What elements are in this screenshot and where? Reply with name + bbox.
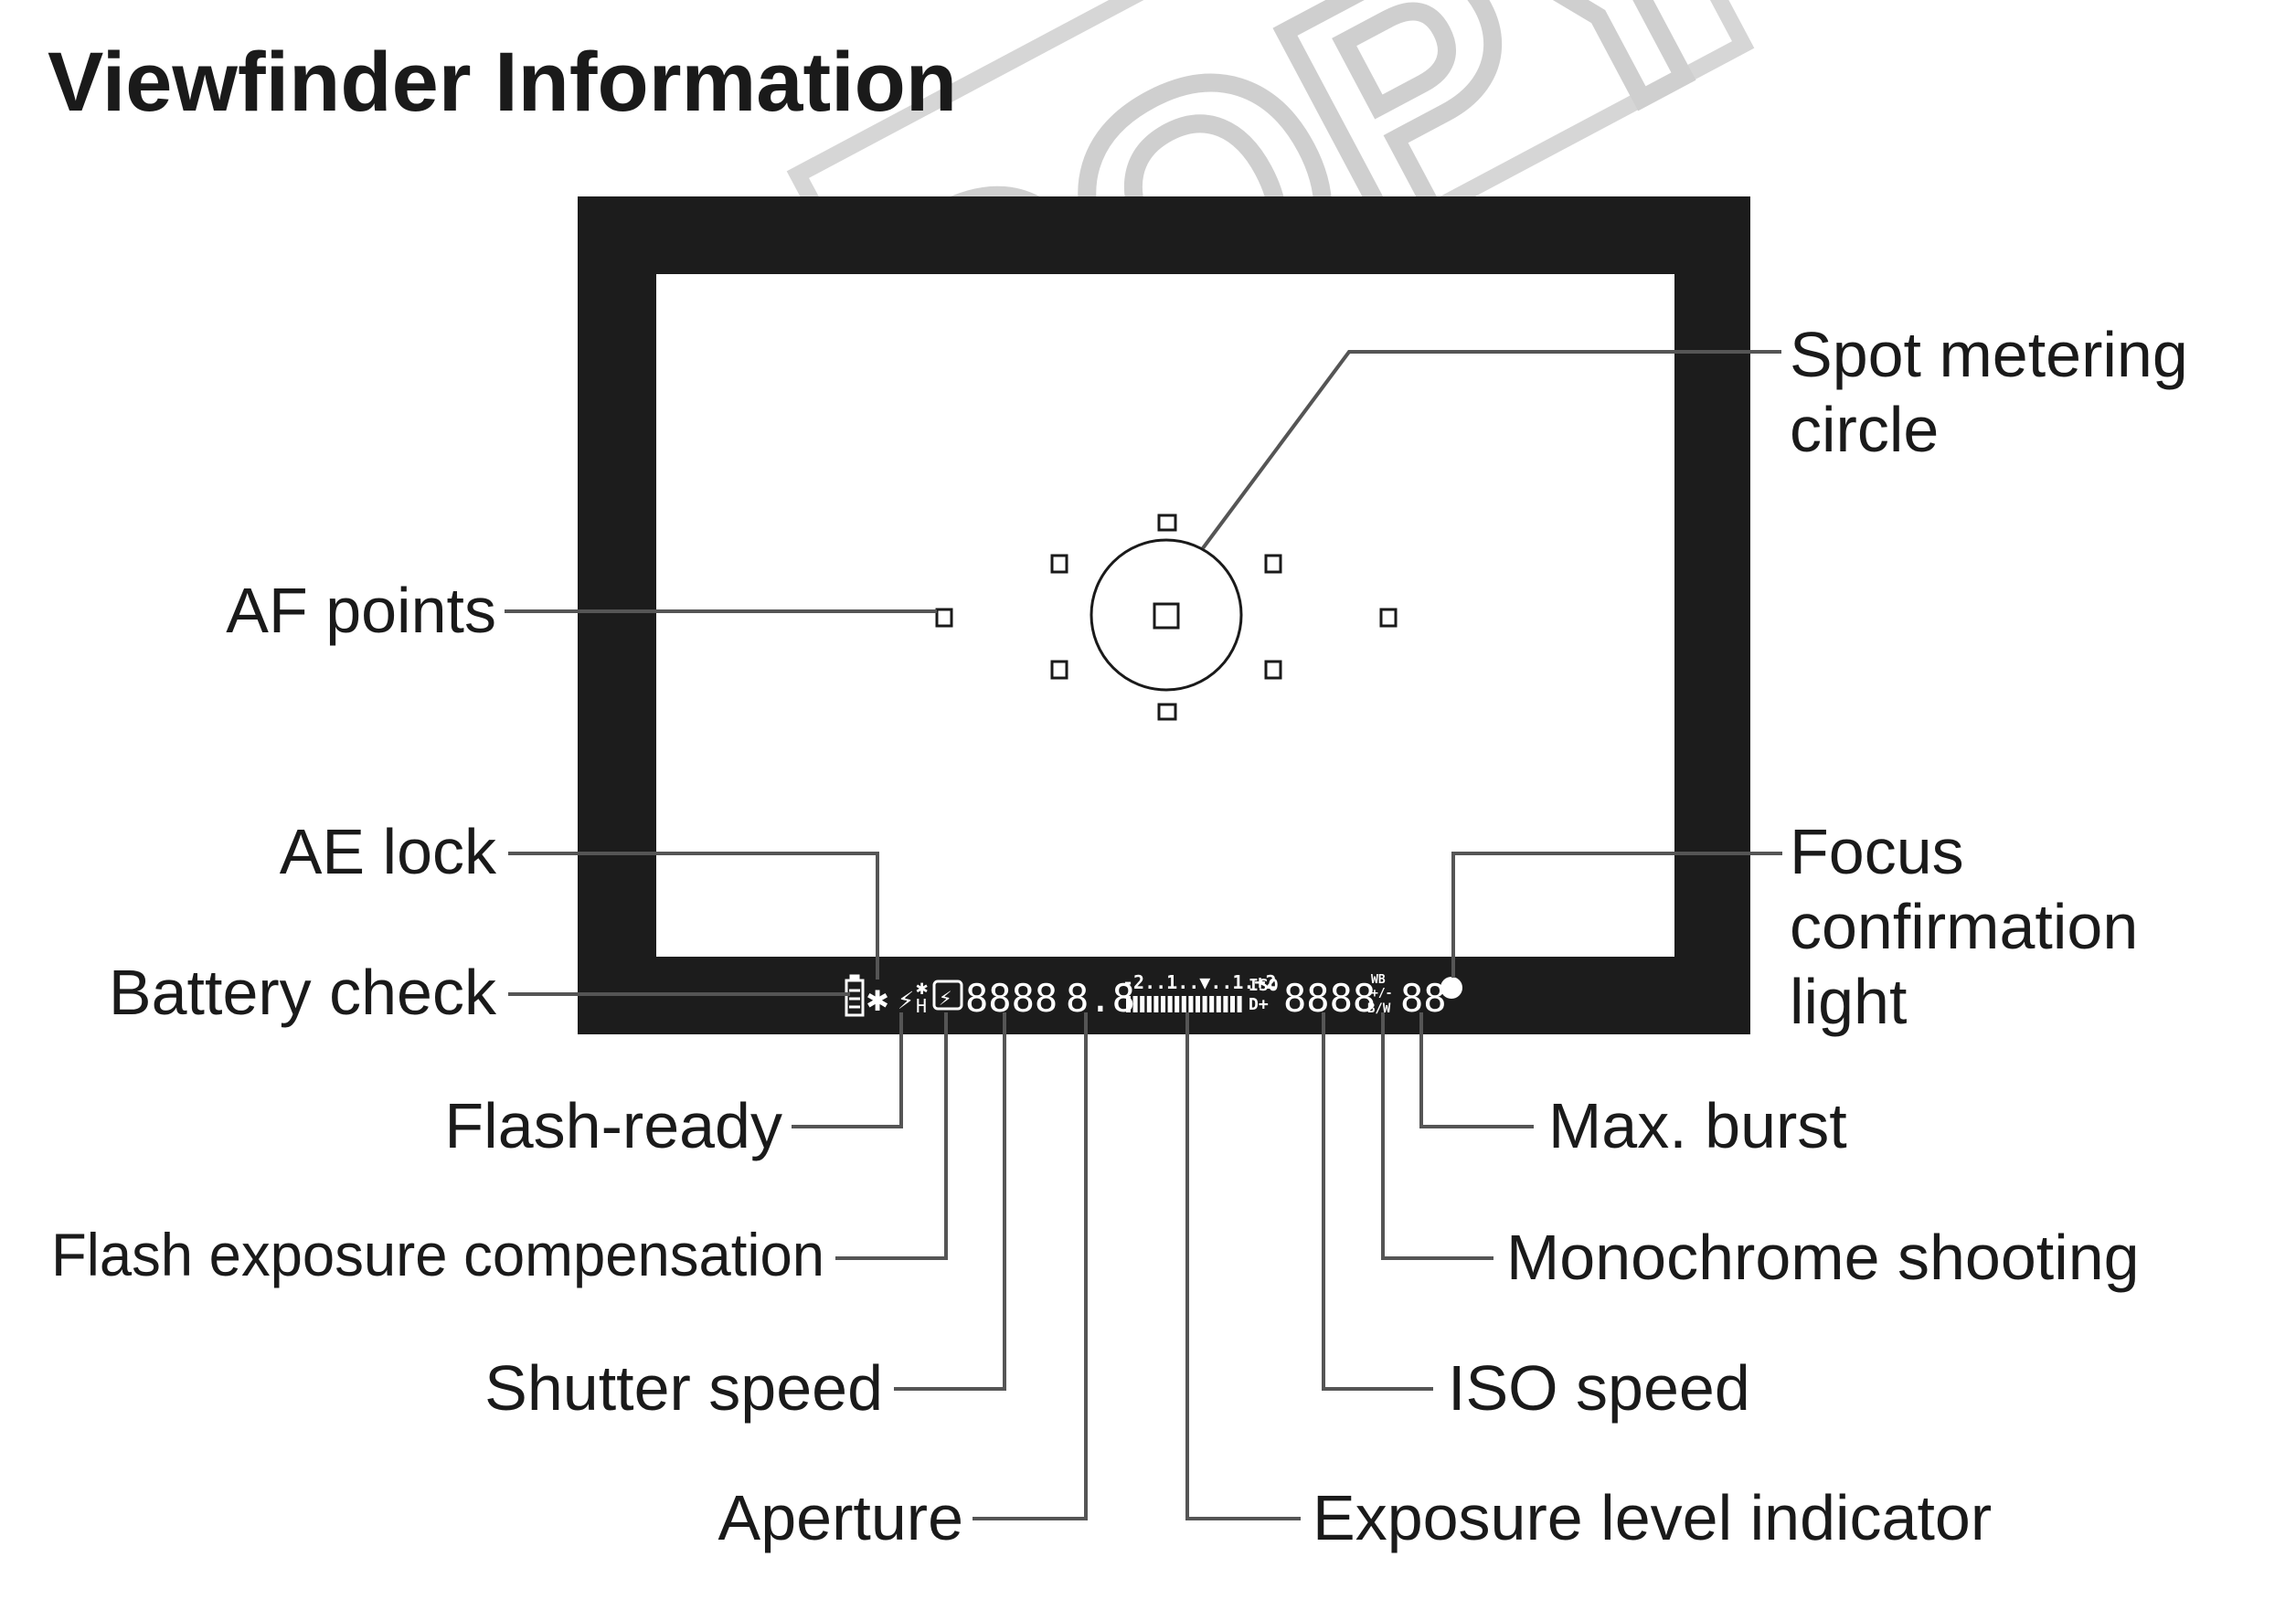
- exposure-level-segment: [1237, 996, 1242, 1012]
- label-focus-confirm-2: confirmation: [1790, 891, 2138, 962]
- af-point-lower-right: [1264, 660, 1282, 680]
- exposure-level-segment: [1146, 996, 1152, 1012]
- af-point-lower-left: [1050, 660, 1068, 680]
- exposure-level-segment: [1161, 996, 1165, 1012]
- exposure-level-segment: [1175, 996, 1180, 1012]
- label-shutter-speed: Shutter speed: [484, 1352, 883, 1424]
- af-points-group: [935, 514, 1398, 721]
- label-af-points: AF points: [226, 575, 496, 646]
- page-title: Viewfinder Information: [48, 36, 958, 129]
- leader-iso: [1322, 1012, 1433, 1391]
- label-iso-speed: ISO speed: [1448, 1352, 1750, 1424]
- exposure-level-segment: [1202, 996, 1207, 1012]
- exposure-level-segment: [1132, 996, 1138, 1012]
- leader-flash-ready: [792, 1012, 903, 1128]
- af-point-upper-right: [1264, 554, 1282, 574]
- bw-label: B/W: [1367, 1001, 1391, 1016]
- spot-metering-circle: [1090, 538, 1243, 692]
- viewfinder-frame: [578, 196, 1750, 1034]
- leader-aperture: [973, 1012, 1088, 1520]
- label-flash-exposure-comp: Flash exposure compensation: [51, 1221, 824, 1288]
- label-spot-metering-2: circle: [1790, 394, 1939, 465]
- max-burst-digits: 88: [1400, 976, 1447, 1021]
- fec-icon: ⚡: [939, 985, 951, 1011]
- label-max-burst: Max. burst: [1548, 1090, 1847, 1161]
- leader-max-burst: [1419, 1012, 1534, 1128]
- leader-fec: [835, 1012, 948, 1260]
- d-plus-label: D+: [1249, 995, 1269, 1014]
- af-point-bottom: [1157, 703, 1177, 721]
- leader-exposure-level: [1185, 1012, 1301, 1520]
- af-point-upper-left: [1050, 554, 1068, 574]
- exposure-level-bars: [1126, 996, 1242, 1012]
- exposure-level-segment: [1153, 996, 1159, 1012]
- leader-ae-lock: [508, 852, 879, 980]
- shutter-speed-digits: 8888: [965, 976, 1058, 1021]
- exposure-level-segment: [1188, 996, 1194, 1012]
- af-point-right: [1379, 608, 1398, 628]
- leader-shutter: [894, 1012, 1006, 1391]
- exposure-level-segment: [1230, 996, 1235, 1012]
- af-point-left: [935, 608, 953, 628]
- high-speed-letter: H: [916, 995, 927, 1017]
- leader-monochrome: [1381, 1012, 1493, 1260]
- leader-spot-metering: [1201, 350, 1781, 550]
- aperture-digits: 8.8: [1066, 976, 1135, 1021]
- exposure-level-segment: [1167, 996, 1173, 1012]
- label-flash-ready: Flash-ready: [444, 1090, 782, 1161]
- label-monochrome: Monochrome shooting: [1506, 1222, 2140, 1293]
- iso-speed-digits: 8888: [1283, 976, 1376, 1021]
- exposure-level-segment: [1140, 996, 1145, 1012]
- af-point-top: [1157, 514, 1177, 532]
- label-focus-confirm-3: light: [1790, 966, 1907, 1037]
- viewfinder-lcd-strip: ✱ ⚡ ✱ H ⚡ 8888 8.8 -2..1..▼..1.+2 ISO D+…: [845, 971, 1462, 1021]
- fec-icon-box: [932, 980, 963, 1011]
- leader-focus-confirm: [1451, 852, 1782, 978]
- callout-labels: Spot metering circle AF points AE lock B…: [51, 319, 2188, 1553]
- ae-lock-symbol: ✱: [866, 978, 888, 1020]
- exposure-level-segment: [1223, 996, 1228, 1012]
- exposure-level-segment: [1209, 996, 1215, 1012]
- wb-label: WB: [1371, 973, 1386, 987]
- exposure-level-segment: [1196, 996, 1200, 1012]
- label-exposure-level: Exposure level indicator: [1313, 1482, 1992, 1553]
- label-aperture: Aperture: [718, 1482, 963, 1553]
- exposure-level-segment: [1216, 996, 1221, 1012]
- iso-label: ISO: [1249, 976, 1279, 995]
- plus-minus-label: +/-: [1371, 987, 1392, 1001]
- leader-lines: [505, 350, 1782, 1520]
- label-battery-check: Battery check: [109, 957, 497, 1028]
- flash-ready-icon: ⚡: [898, 984, 914, 1016]
- battery-icon: [845, 974, 865, 1017]
- label-ae-lock: AE lock: [280, 816, 497, 887]
- focus-confirmation-dot: [1440, 977, 1462, 999]
- high-speed-sync-icon: ✱: [916, 977, 928, 1000]
- af-point-center: [1153, 602, 1180, 630]
- exposure-scale-text: -2..1..▼..1.+2: [1122, 971, 1277, 993]
- label-focus-confirm-1: Focus: [1790, 816, 1964, 887]
- label-spot-metering-1: Spot metering: [1790, 319, 2188, 390]
- exposure-level-segment: [1181, 996, 1186, 1012]
- exposure-level-segment: [1126, 996, 1131, 1012]
